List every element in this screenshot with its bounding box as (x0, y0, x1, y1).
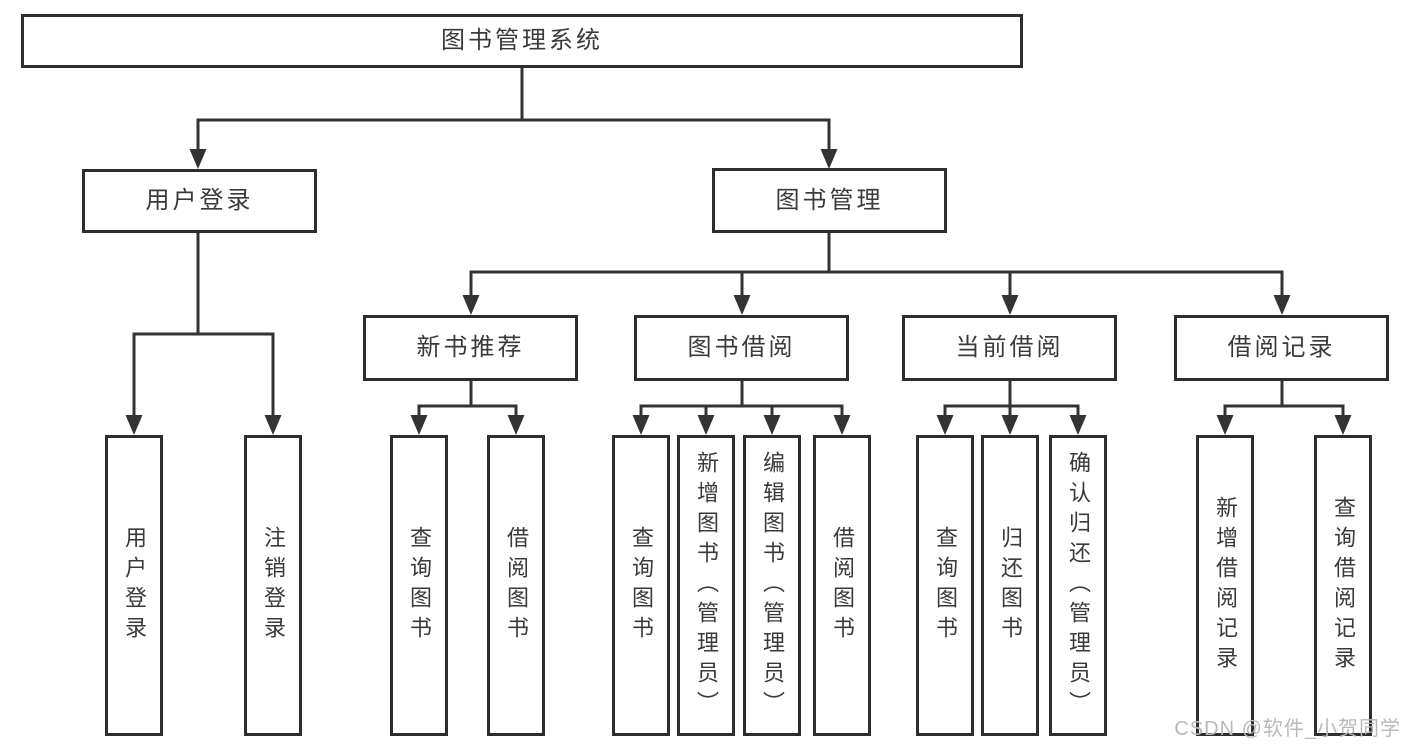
leaf-borrow-books-label: 借阅图书 (830, 525, 855, 646)
leaf-query-borrow-record: 查询借阅记录 (1314, 435, 1372, 736)
leaf-user-login-label: 用户登录 (122, 525, 147, 646)
node-current-borrowing: 当前借阅 (902, 315, 1117, 381)
node-book-management-system-label: 图书管理系统 (441, 27, 603, 54)
connector-borrowing-records (1216, 381, 1352, 435)
node-new-book-recommendation: 新书推荐 (363, 315, 578, 381)
leaf-add-books-admin: 新增图书（管理员） (677, 435, 735, 736)
leaf-borrow-books-recommend-label: 借阅图书 (504, 525, 529, 646)
node-user-login: 用户登录 (82, 169, 317, 233)
leaf-logout-login-label: 注销登录 (261, 525, 286, 646)
connector-user-login (125, 233, 282, 435)
leaf-return-books-label: 归还图书 (998, 525, 1023, 646)
node-book-borrowing: 图书借阅 (634, 315, 849, 381)
leaf-borrow-books: 借阅图书 (813, 435, 871, 736)
connector-new-book-recommendation (410, 381, 525, 435)
arrowhead-down-icon (936, 415, 954, 435)
leaf-query-books-borrowing-label: 查询图书 (629, 525, 654, 646)
leaf-query-books-current: 查询图书 (916, 435, 974, 736)
node-borrowing-records-label: 借阅记录 (1227, 334, 1336, 361)
node-user-login-label: 用户登录 (145, 187, 254, 214)
node-borrowing-records: 借阅记录 (1174, 315, 1389, 381)
arrowhead-down-icon (697, 415, 715, 435)
leaf-user-login: 用户登录 (105, 435, 163, 736)
connector-current-borrowing (936, 381, 1087, 435)
leaf-edit-books-admin: 编辑图书（管理员） (743, 435, 801, 736)
arrowhead-down-icon (1001, 415, 1019, 435)
leaf-add-borrow-record: 新增借阅记录 (1196, 435, 1254, 736)
arrowhead-down-icon (1216, 415, 1234, 435)
node-current-borrowing-label: 当前借阅 (955, 334, 1064, 361)
leaf-query-books-borrowing: 查询图书 (612, 435, 670, 736)
csdn-watermark: CSDN @软件_小贺同学 (1174, 718, 1401, 740)
connector-book-management (462, 233, 1291, 315)
node-book-management: 图书管理 (712, 168, 947, 233)
arrowhead-down-icon (632, 415, 650, 435)
arrowhead-down-icon (1273, 295, 1291, 315)
arrowhead-down-icon (462, 295, 480, 315)
leaf-confirm-return-admin-label: 确认归还（管理员） (1066, 450, 1091, 721)
arrowhead-down-icon (733, 295, 751, 315)
connector-book-borrowing (632, 381, 851, 435)
arrowhead-down-icon (833, 415, 851, 435)
arrowhead-down-icon (410, 415, 428, 435)
node-new-book-recommendation-label: 新书推荐 (416, 334, 525, 361)
arrowhead-down-icon (1001, 295, 1019, 315)
leaf-query-books-current-label: 查询图书 (933, 525, 958, 646)
arrowhead-down-icon (264, 415, 282, 435)
leaf-edit-books-admin-label: 编辑图书（管理员） (760, 450, 785, 721)
leaf-confirm-return-admin: 确认归还（管理员） (1049, 435, 1107, 736)
arrowhead-down-icon (1069, 415, 1087, 435)
leaf-query-books-recommend-label: 查询图书 (407, 525, 432, 646)
leaf-borrow-books-recommend: 借阅图书 (487, 435, 545, 736)
leaf-query-books-recommend: 查询图书 (390, 435, 448, 736)
leaf-add-books-admin-label: 新增图书（管理员） (694, 450, 719, 721)
leaf-logout-login: 注销登录 (244, 435, 302, 736)
arrowhead-down-icon (820, 149, 838, 169)
leaf-return-books: 归还图书 (981, 435, 1039, 736)
arrowhead-down-icon (189, 149, 207, 169)
leaf-query-borrow-record-label: 查询借阅记录 (1331, 495, 1356, 676)
leaf-add-borrow-record-label: 新增借阅记录 (1213, 495, 1238, 676)
arrowhead-down-icon (125, 415, 143, 435)
connector-root (189, 68, 838, 169)
node-book-management-label: 图书管理 (775, 186, 884, 214)
arrowhead-down-icon (1334, 415, 1352, 435)
arrowhead-down-icon (763, 415, 781, 435)
node-book-borrowing-label: 图书借阅 (687, 334, 796, 361)
arrowhead-down-icon (507, 415, 525, 435)
node-book-management-system: 图书管理系统 (21, 14, 1023, 68)
